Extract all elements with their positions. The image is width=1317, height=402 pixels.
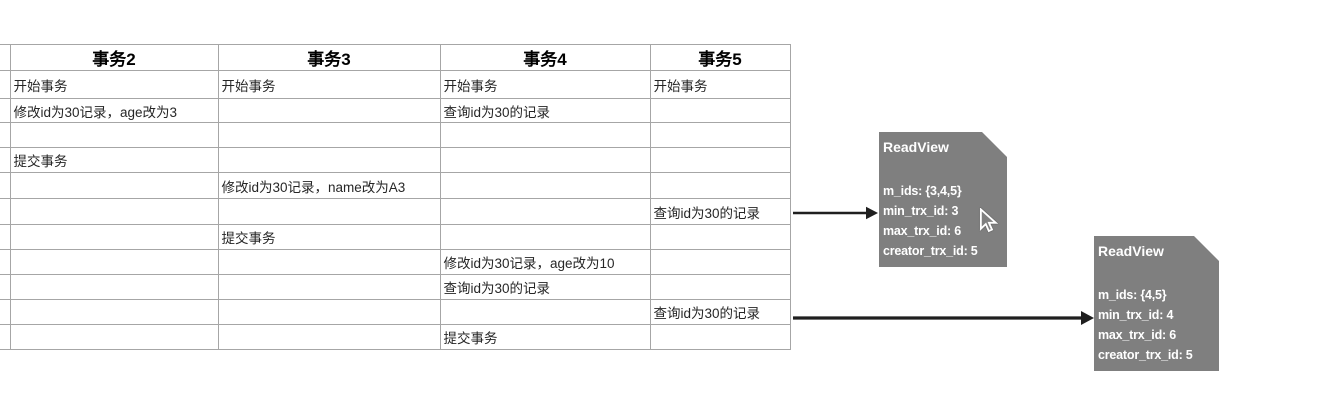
readview-title: ReadView xyxy=(883,139,949,155)
table-row: 查询id为30的记录 xyxy=(0,274,791,300)
cropped-cell-sliver xyxy=(0,122,11,148)
table-cell-r5-c5 xyxy=(649,172,791,199)
table-cell-r9-c3 xyxy=(217,274,441,300)
table-cell-r9-c2 xyxy=(9,274,219,300)
cropped-cell-sliver xyxy=(0,198,11,225)
readview-m-ids: m_ids: {4,5} xyxy=(1098,288,1167,302)
table-cell-r11-c2 xyxy=(9,324,219,350)
readview-creator-trx-id: creator_trx_id: 5 xyxy=(883,244,978,258)
table-cell-r3-c5 xyxy=(649,122,791,148)
table-row: 开始事务开始事务开始事务开始事务 xyxy=(0,70,791,99)
cropped-cell-sliver xyxy=(0,98,11,123)
column-header-3: 事务3 xyxy=(217,44,441,71)
table-cell-r3-c2 xyxy=(9,122,219,148)
table-cell-r10-c2 xyxy=(9,299,219,325)
table-row: 提交事务 xyxy=(0,147,791,173)
cropped-cell-sliver xyxy=(0,274,11,300)
table-cell-r4-c5 xyxy=(649,147,791,173)
table-cell-r2-c5 xyxy=(649,98,791,123)
table-cell-r5-c2 xyxy=(9,172,219,199)
readview-box-1: ReadView m_ids: {3,4,5} min_trx_id: 3 ma… xyxy=(879,132,1007,267)
table-cell-r8-c4: 修改id为30记录，age改为10 xyxy=(439,249,651,275)
cropped-cell-sliver xyxy=(0,147,11,173)
table-cell-r2-c3 xyxy=(217,98,441,123)
cropped-cell-sliver xyxy=(0,172,11,199)
table-cell-r10-c4 xyxy=(439,299,651,325)
table-cell-r1-c5: 开始事务 xyxy=(649,70,791,99)
table-cell-r2-c4: 查询id为30的记录 xyxy=(439,98,651,123)
table-cell-r6-c5: 查询id为30的记录 xyxy=(649,198,791,225)
readview-title: ReadView xyxy=(1098,243,1164,259)
table-row: 修改id为30记录，name改为A3 xyxy=(0,172,791,199)
cropped-cell-sliver xyxy=(0,224,11,250)
table-cell-r10-c5: 查询id为30的记录 xyxy=(649,299,791,325)
table-row xyxy=(0,122,791,148)
table-cell-r1-c3: 开始事务 xyxy=(217,70,441,99)
cropped-cell-sliver xyxy=(0,249,11,275)
readview-creator-trx-id: creator_trx_id: 5 xyxy=(1098,348,1193,362)
column-header-5: 事务5 xyxy=(649,44,791,71)
table-cell-r5-c3: 修改id为30记录，name改为A3 xyxy=(217,172,441,199)
table-cell-r7-c2 xyxy=(9,224,219,250)
cropped-cell-sliver xyxy=(0,70,11,99)
table-cell-r4-c4 xyxy=(439,147,651,173)
table-cell-r7-c4 xyxy=(439,224,651,250)
table-cell-r5-c4 xyxy=(439,172,651,199)
mouse-cursor-icon xyxy=(979,208,998,233)
table-cell-r11-c5 xyxy=(649,324,791,350)
table-cell-r4-c2: 提交事务 xyxy=(9,147,219,173)
column-header-2: 事务2 xyxy=(9,44,219,71)
cropped-cell-sliver xyxy=(0,299,11,325)
table-cell-r8-c3 xyxy=(217,249,441,275)
arrow-to-readview-1 xyxy=(793,206,878,220)
table-cell-r4-c3 xyxy=(217,147,441,173)
table-row: 提交事务 xyxy=(0,324,791,350)
readview-m-ids: m_ids: {3,4,5} xyxy=(883,184,962,198)
cropped-column-sliver xyxy=(0,44,11,71)
table-cell-r1-c2: 开始事务 xyxy=(9,70,219,99)
table-cell-r6-c4 xyxy=(439,198,651,225)
table-row: 修改id为30记录，age改为10 xyxy=(0,249,791,275)
column-header-4: 事务4 xyxy=(439,44,651,71)
table-cell-r9-c5 xyxy=(649,274,791,300)
table-row: 修改id为30记录，age改为3 查询id为30的记录 xyxy=(0,98,791,123)
table-cell-r2-c2: 修改id为30记录，age改为3 xyxy=(9,98,219,123)
table-cell-r11-c3 xyxy=(217,324,441,350)
table-cell-r9-c4: 查询id为30的记录 xyxy=(439,274,651,300)
table-cell-r3-c4 xyxy=(439,122,651,148)
table-cell-r10-c3 xyxy=(217,299,441,325)
table-cell-r8-c5 xyxy=(649,249,791,275)
arrow-to-readview-2 xyxy=(793,311,1094,325)
readview-max-trx-id: max_trx_id: 6 xyxy=(883,224,961,238)
table-cell-r11-c4: 提交事务 xyxy=(439,324,651,350)
table-cell-r6-c2 xyxy=(9,198,219,225)
table-cell-r3-c3 xyxy=(217,122,441,148)
table-cell-r7-c5 xyxy=(649,224,791,250)
table-cell-r6-c3 xyxy=(217,198,441,225)
table-row: 查询id为30的记录 xyxy=(0,299,791,325)
readview-max-trx-id: max_trx_id: 6 xyxy=(1098,328,1176,342)
table-row: 提交事务 xyxy=(0,224,791,250)
table-cell-r8-c2 xyxy=(9,249,219,275)
table-cell-r7-c3: 提交事务 xyxy=(217,224,441,250)
readview-box-2: ReadView m_ids: {4,5} min_trx_id: 4 max_… xyxy=(1094,236,1219,371)
readview-min-trx-id: min_trx_id: 4 xyxy=(1098,308,1174,322)
table-cell-r1-c4: 开始事务 xyxy=(439,70,651,99)
table-row: 查询id为30的记录 xyxy=(0,198,791,225)
readview-min-trx-id: min_trx_id: 3 xyxy=(883,204,959,218)
cropped-cell-sliver xyxy=(0,324,11,350)
